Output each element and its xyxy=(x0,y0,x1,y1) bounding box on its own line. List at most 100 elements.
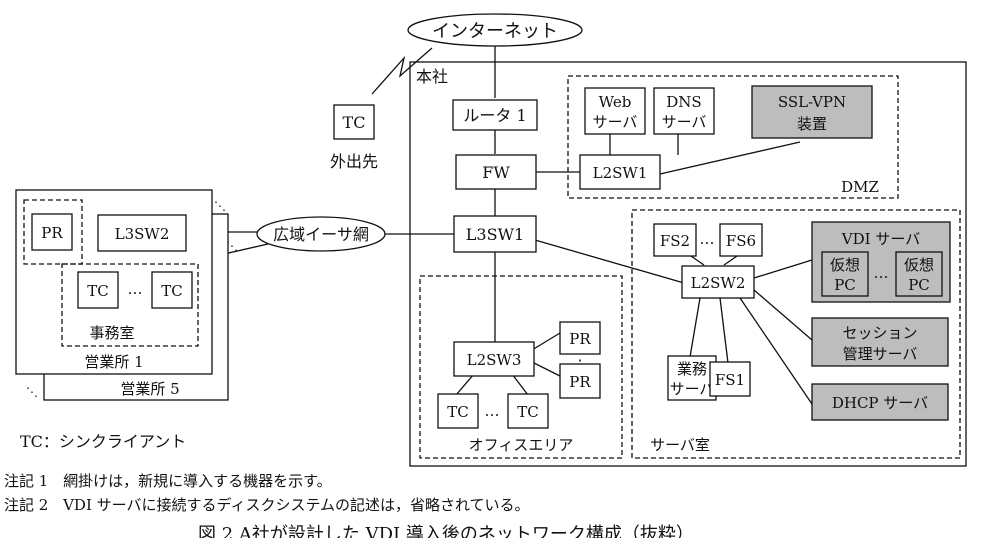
dns-server-label-2: サーバ xyxy=(662,113,707,131)
link-l2sw3-pr-top xyxy=(531,332,561,351)
fs6: FS6 xyxy=(719,223,763,257)
session-server-label-2: 管理サーバ xyxy=(843,345,918,363)
fs6-label: FS6 xyxy=(726,232,756,250)
server-room-label: サーバ室 xyxy=(650,436,710,454)
internet-label: インターネット xyxy=(432,21,558,42)
office-tc-ellipsis: … xyxy=(485,402,500,420)
fs2-label: FS2 xyxy=(660,232,690,250)
office-tc-right-label: TC xyxy=(517,403,538,421)
fs2: FS2 xyxy=(653,223,697,257)
l3sw2-label: L3SW2 xyxy=(115,225,170,243)
session-server-label-1: セッション xyxy=(842,324,917,342)
virtual-pc-left-label-2: PC xyxy=(834,276,856,294)
fs1: FS1 xyxy=(709,361,751,397)
dns-server: DNS サーバ xyxy=(653,87,715,135)
office-area-label: オフィスエリア xyxy=(469,436,574,454)
branch-office-room-label: 事務室 xyxy=(89,324,134,342)
router-1: ルータ 1 xyxy=(452,99,538,131)
dhcp-server-label: DHCP サーバ xyxy=(832,394,928,412)
branch-tc-ellipsis: … xyxy=(128,280,143,298)
remote-tc-label: TC xyxy=(343,113,366,132)
fs1-label: FS1 xyxy=(715,371,745,389)
branch-tc-right-label: TC xyxy=(161,282,182,300)
virtual-pc-left-label-1: 仮想 xyxy=(830,256,860,274)
link-l2sw3-tc-left xyxy=(455,373,475,396)
fs-ellipsis: … xyxy=(700,230,715,248)
figure-caption: 図 2 A社が設計した VDI 導入後のネットワーク構成（抜粋） xyxy=(198,524,694,545)
firewall: FW xyxy=(455,154,537,190)
stack-dots-bottom: ⋱ xyxy=(26,385,38,399)
link-l2sw2-biz xyxy=(689,297,701,358)
virtual-pc-right-label-1: 仮想 xyxy=(904,256,934,274)
link-l2sw2-fs1 xyxy=(719,297,729,364)
l2sw3: L2SW3 xyxy=(453,341,535,377)
office-area-zone xyxy=(419,275,623,459)
office-pr-top-label: PR xyxy=(569,330,591,348)
router-1-label: ルータ 1 xyxy=(463,106,526,125)
remote-client: TC 外出先 xyxy=(330,104,378,171)
wan-cloud: 広域イーサ網 xyxy=(256,216,386,252)
vdi-server: VDI サーバ 仮想 PC … 仮想 PC xyxy=(811,221,951,303)
office-tc-left: TC xyxy=(437,393,479,429)
l2sw1: L2SW1 xyxy=(579,154,661,190)
virtual-pc-ellipsis: … xyxy=(874,264,889,282)
office-pr-bottom-label: PR xyxy=(569,373,591,391)
web-server-label-2: サーバ xyxy=(593,113,638,131)
firewall-label: FW xyxy=(482,163,510,182)
branch-pr-label: PR xyxy=(41,224,63,242)
ssl-vpn-device: SSL-VPN 装置 xyxy=(751,85,873,139)
branch-5-label: 営業所 5 xyxy=(120,380,179,398)
ssl-vpn-label-1: SSL-VPN xyxy=(778,93,846,111)
office-tc-left-label: TC xyxy=(447,403,468,421)
head-office-label: 本社 xyxy=(416,67,448,86)
ssl-vpn-label-2: 装置 xyxy=(797,115,827,133)
remote-tc-box xyxy=(333,104,375,140)
legend-tc: TC：シンクライアント xyxy=(20,432,187,451)
business-server-label-1: 業務 xyxy=(677,360,707,378)
l3sw1-label: L3SW1 xyxy=(466,225,524,244)
session-management-server: セッション 管理サーバ xyxy=(811,317,949,367)
dns-server-label-1: DNS xyxy=(666,93,701,111)
link-l2sw3-tc-right xyxy=(511,373,529,396)
stack-dots-mid: ⋱ xyxy=(226,239,238,253)
note-1-label: 注記 1 xyxy=(4,472,49,490)
note-1: 注記 1 網掛けは，新規に導入する機器を示す。 xyxy=(4,470,332,491)
branch-pr-zone xyxy=(23,199,83,265)
link-l2sw3-pr-bottom xyxy=(531,361,561,377)
note-2: 注記 2 VDI サーバに接続するディスクシステムの記述は，省略されている。 xyxy=(4,494,530,515)
wan-label: 広域イーサ網 xyxy=(273,225,369,244)
l3sw1: L3SW1 xyxy=(453,215,537,253)
branch-tc-right: TC xyxy=(151,271,193,309)
link-l2sw1-sslvpn xyxy=(659,141,801,175)
virtual-pc-left: 仮想 PC xyxy=(821,251,869,297)
link-l3sw1-l2sw2 xyxy=(534,239,685,284)
stack-dots-top: ⋱ xyxy=(214,199,226,213)
branch-office-zone xyxy=(61,263,199,347)
office-pr-top: PR xyxy=(559,321,601,355)
branch-pr: PR xyxy=(31,213,73,251)
business-server-label-2: サーバ xyxy=(670,380,715,398)
dhcp-server: DHCP サーバ xyxy=(811,383,949,421)
branch-offices: 営業所 5 ⋱ ⋱ ⋱ 営業所 1 事務室 PR L3SW2 TC … TC xyxy=(15,189,238,401)
web-server-label-1: Web xyxy=(599,93,632,111)
remote-location-label: 外出先 xyxy=(330,152,378,171)
internet-cloud: インターネット xyxy=(407,13,583,47)
web-server: Web サーバ xyxy=(584,87,646,135)
note-2-text: VDI サーバに接続するディスクシステムの記述は，省略されている。 xyxy=(63,496,530,514)
l2sw2-label: L2SW2 xyxy=(691,274,746,292)
note-2-label: 注記 2 xyxy=(4,496,49,514)
branch-tc-left-label: TC xyxy=(87,282,108,300)
l2sw1-label: L2SW1 xyxy=(593,164,648,182)
l3sw2: L3SW2 xyxy=(97,214,187,252)
link-l2sw2-vdi xyxy=(753,259,813,279)
server-room-zone xyxy=(631,209,961,459)
l2sw3-label: L2SW3 xyxy=(467,351,522,369)
business-server: 業務 サーバ xyxy=(667,355,717,401)
dmz-label: DMZ xyxy=(841,178,879,196)
l2sw2: L2SW2 xyxy=(681,265,755,299)
vdi-server-label: VDI サーバ xyxy=(841,230,920,248)
dmz-zone xyxy=(567,75,899,199)
office-tc-right: TC xyxy=(507,393,549,429)
link-l2sw2-dhcp xyxy=(739,297,813,405)
